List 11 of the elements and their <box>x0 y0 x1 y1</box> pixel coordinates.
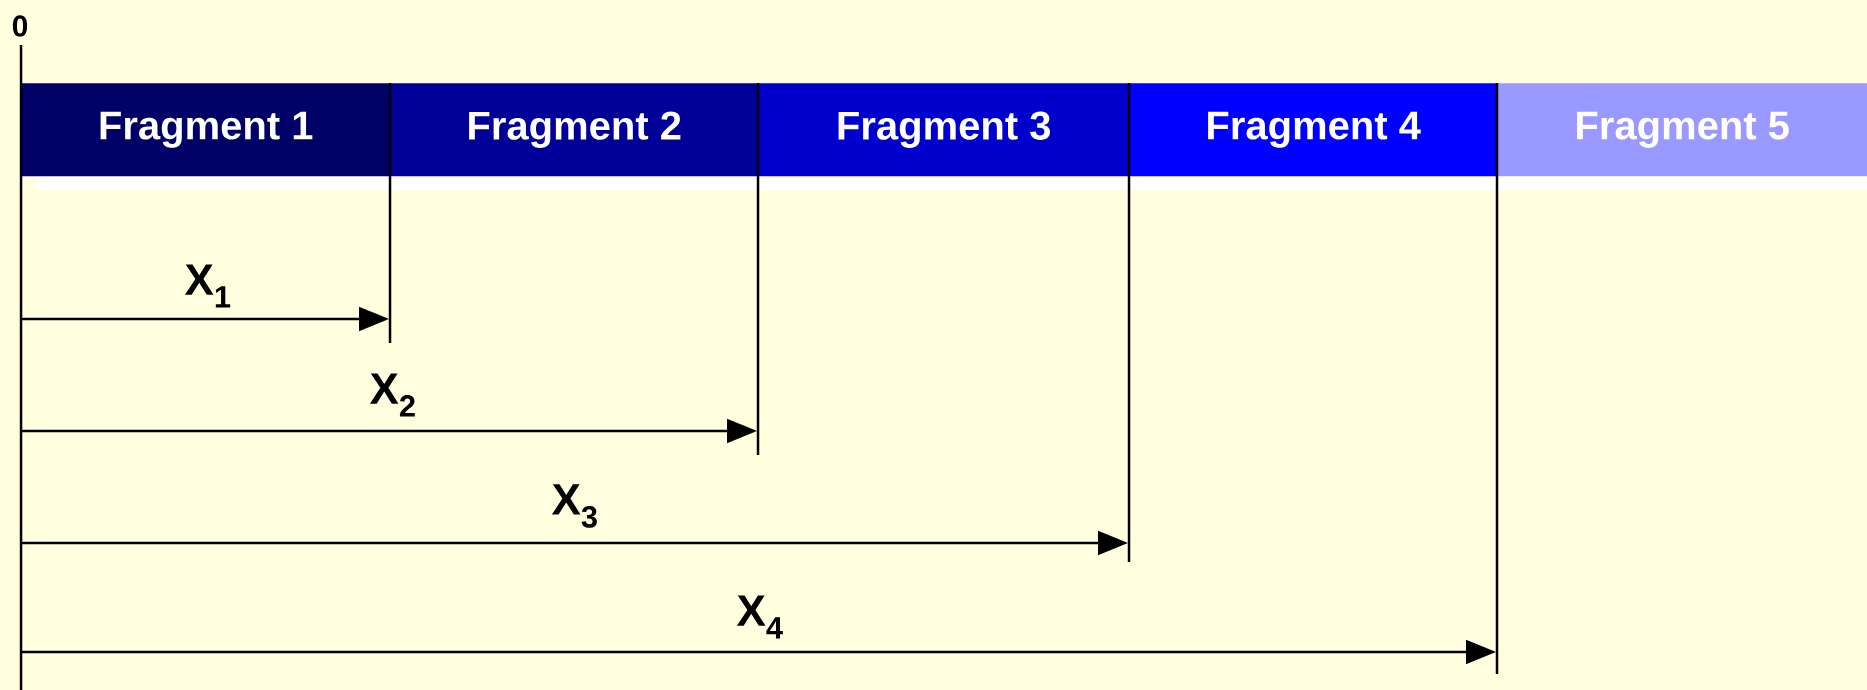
node-label: Fragment 2 <box>469 111 681 148</box>
fragment-box: Fragment 2 <box>390 83 759 177</box>
fragment-box: Fragment 4 <box>1129 83 1498 177</box>
origin-label: 0 <box>12 15 28 37</box>
distance-label: X$_{3}$ <box>551 484 597 528</box>
distance-label: X$_{4}$ <box>736 595 783 639</box>
distance-label: X$_{1}$ <box>184 264 231 308</box>
fragment-box: Fragment 3 <box>758 83 1130 177</box>
distance-label: X$_{2}$ <box>369 373 415 417</box>
fragment-box: Fragment 5 <box>1497 83 1867 177</box>
fragment-box: Fragment 1 <box>21 83 391 177</box>
